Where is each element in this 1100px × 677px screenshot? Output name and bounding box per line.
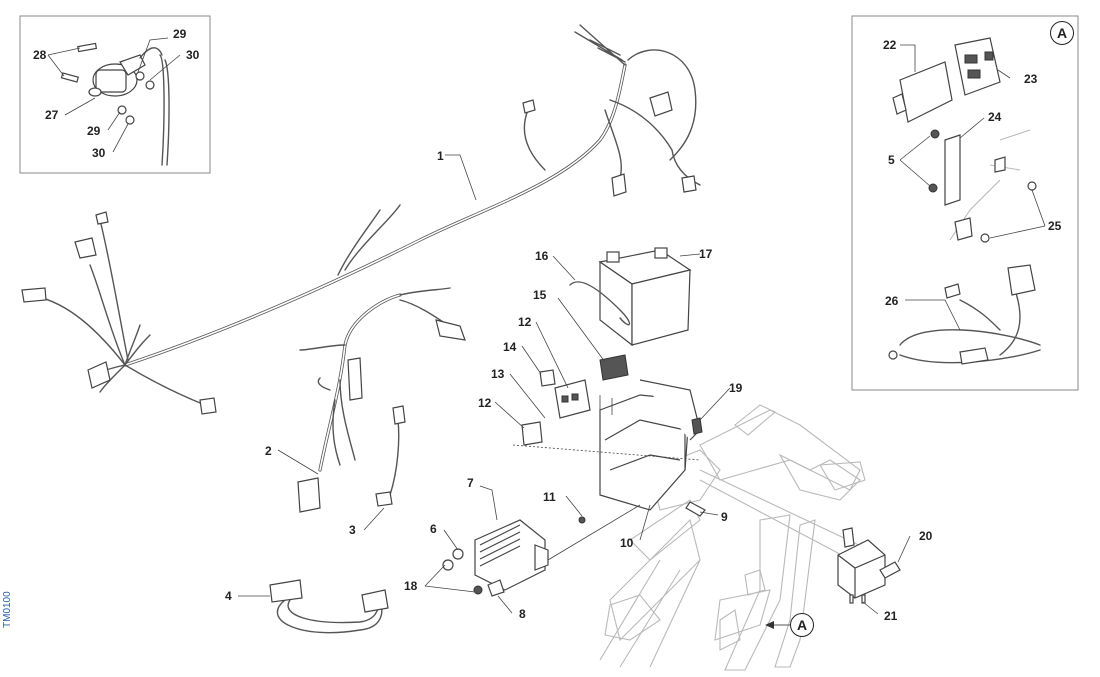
callout-4: 4 [225,589,232,603]
callout-29-top: 29 [173,27,187,41]
callout-26: 26 [885,294,899,308]
callout-19: 19 [729,381,743,395]
reference-code: TM0100 [2,591,13,628]
callout-11: 11 [543,490,556,504]
callout-12-plate: 12 [478,396,492,410]
callout-9: 9 [721,510,728,524]
callout-16: 16 [535,249,549,263]
callout-12-fusebox: 12 [518,315,532,329]
callout-6: 6 [430,522,437,536]
callout-27: 27 [45,108,59,122]
callout-15: 15 [533,288,547,302]
callout-30-top: 30 [186,48,200,62]
motorcycle-frame [599,404,881,671]
callout-8: 8 [519,607,526,621]
inset-ignition-coil [19,15,211,174]
callout-17: 17 [699,247,713,261]
callout-18: 18 [404,579,418,593]
callout-13: 13 [491,367,505,381]
callout-1: 1 [437,149,444,163]
callout-30-bottom: 30 [92,146,106,160]
callout-20: 20 [919,529,933,543]
section-a-badge-frame: A [790,613,814,637]
harness-4 [238,579,389,634]
battery-assembly [494,247,731,541]
callout-24: 24 [988,110,1002,124]
callout-5: 5 [888,153,895,167]
callout-2: 2 [265,444,272,458]
regulator-rectifier [424,485,641,614]
callout-10: 10 [620,536,634,550]
relay-21 [837,527,911,615]
section-a-arrow [765,621,790,629]
main-wiring-harness [21,24,701,415]
callout-22: 22 [883,38,897,52]
sub-harness [277,287,466,531]
callout-29-bottom: 29 [87,124,101,138]
inset-section-a [851,15,1079,391]
callout-3: 3 [349,523,356,537]
callout-7: 7 [467,476,474,490]
callout-28: 28 [33,48,47,62]
section-a-badge-inset: A [1050,21,1074,45]
callout-23: 23 [1024,72,1038,86]
callout-25: 25 [1048,219,1062,233]
callout-21: 21 [884,609,898,623]
callout-14: 14 [503,340,517,354]
